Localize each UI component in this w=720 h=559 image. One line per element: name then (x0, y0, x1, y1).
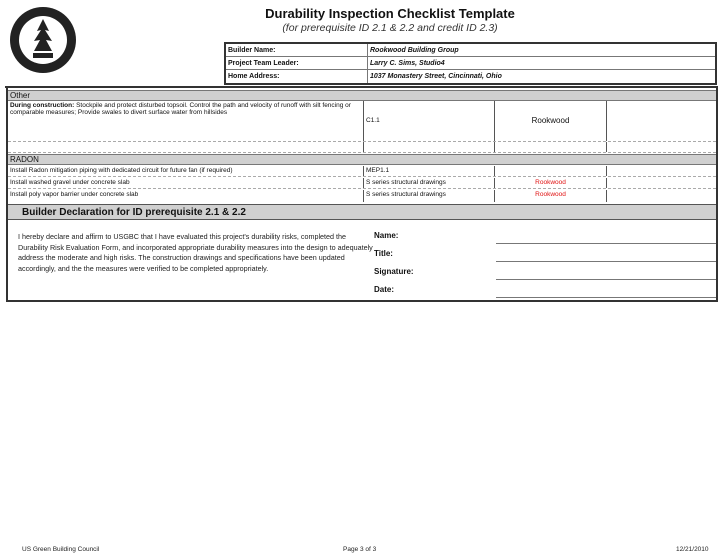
date-field[interactable] (496, 297, 716, 298)
item-text: Install poly vapor barrier under concret… (8, 190, 364, 202)
section-header-other: Other (8, 90, 716, 101)
info-label: Builder Name: (226, 44, 368, 56)
name-label: Name: (374, 231, 399, 240)
item-verified (607, 190, 716, 202)
info-row-leader: Project Team Leader:Larry C. Sims, Studi… (226, 57, 715, 70)
item-ref: MEP1.1 (364, 166, 495, 176)
footer-date: 12/21/2010 (676, 546, 709, 553)
page-subtitle: (for prerequisite ID 2.1 & 2.2 and credi… (282, 22, 498, 34)
table-row: Install Radon mitigation piping with ded… (8, 166, 716, 177)
section-header-radon: RADON (8, 154, 716, 165)
item-by: Rookwood (495, 101, 607, 141)
item-verified (607, 101, 716, 141)
declaration-text: I hereby declare and affirm to USGBC tha… (18, 232, 373, 273)
declaration-header: Builder Declaration for ID prerequisite … (8, 204, 716, 220)
item-by: Rookwood (495, 190, 607, 202)
info-value: Rookwood Building Group (370, 46, 459, 54)
item-by: Rookwood (495, 178, 607, 188)
item-ref: C1.1 (364, 101, 495, 141)
item-text: Install Radon mitigation piping with ded… (8, 166, 364, 176)
info-value: 1037 Monastery Street, Cincinnati, Ohio (370, 73, 502, 80)
table-row: During construction: Stockpile and prote… (8, 101, 716, 142)
item-by (495, 166, 607, 176)
signature-label: Signature: (374, 267, 414, 276)
project-info-table: Builder Name:Rookwood Building Group Pro… (224, 42, 717, 85)
usgbc-logo (10, 7, 76, 73)
item-ref: S series structural drawings (364, 178, 495, 188)
item-verified (607, 178, 716, 188)
item-text: During construction: Stockpile and prote… (8, 101, 364, 141)
info-row-builder: Builder Name:Rookwood Building Group (226, 44, 715, 57)
divider (5, 86, 718, 88)
page-title: Durability Inspection Checklist Template (265, 6, 515, 21)
footer-page-number: Page 3 of 3 (343, 546, 377, 553)
signature-field[interactable] (496, 279, 716, 280)
info-label: Home Address: (226, 70, 368, 83)
footer-organization: US Green Building Council (22, 546, 100, 553)
table-row: Install washed gravel under concrete sla… (8, 178, 716, 189)
title-label: Title: (374, 249, 393, 258)
table-row: Install poly vapor barrier under concret… (8, 190, 716, 202)
name-field[interactable] (496, 243, 716, 244)
title-field[interactable] (496, 261, 716, 262)
info-row-address: Home Address:1037 Monastery Street, Cinc… (226, 70, 715, 83)
info-value: Larry C. Sims, Studio4 (370, 59, 445, 67)
info-label: Project Team Leader: (226, 57, 368, 69)
table-row-empty (8, 142, 716, 153)
date-label: Date: (374, 285, 395, 294)
item-ref: S series structural drawings (364, 190, 495, 202)
item-text: Install washed gravel under concrete sla… (8, 178, 364, 188)
item-verified (607, 166, 716, 176)
checklist-table: Other During construction: Stockpile and… (6, 88, 718, 302)
